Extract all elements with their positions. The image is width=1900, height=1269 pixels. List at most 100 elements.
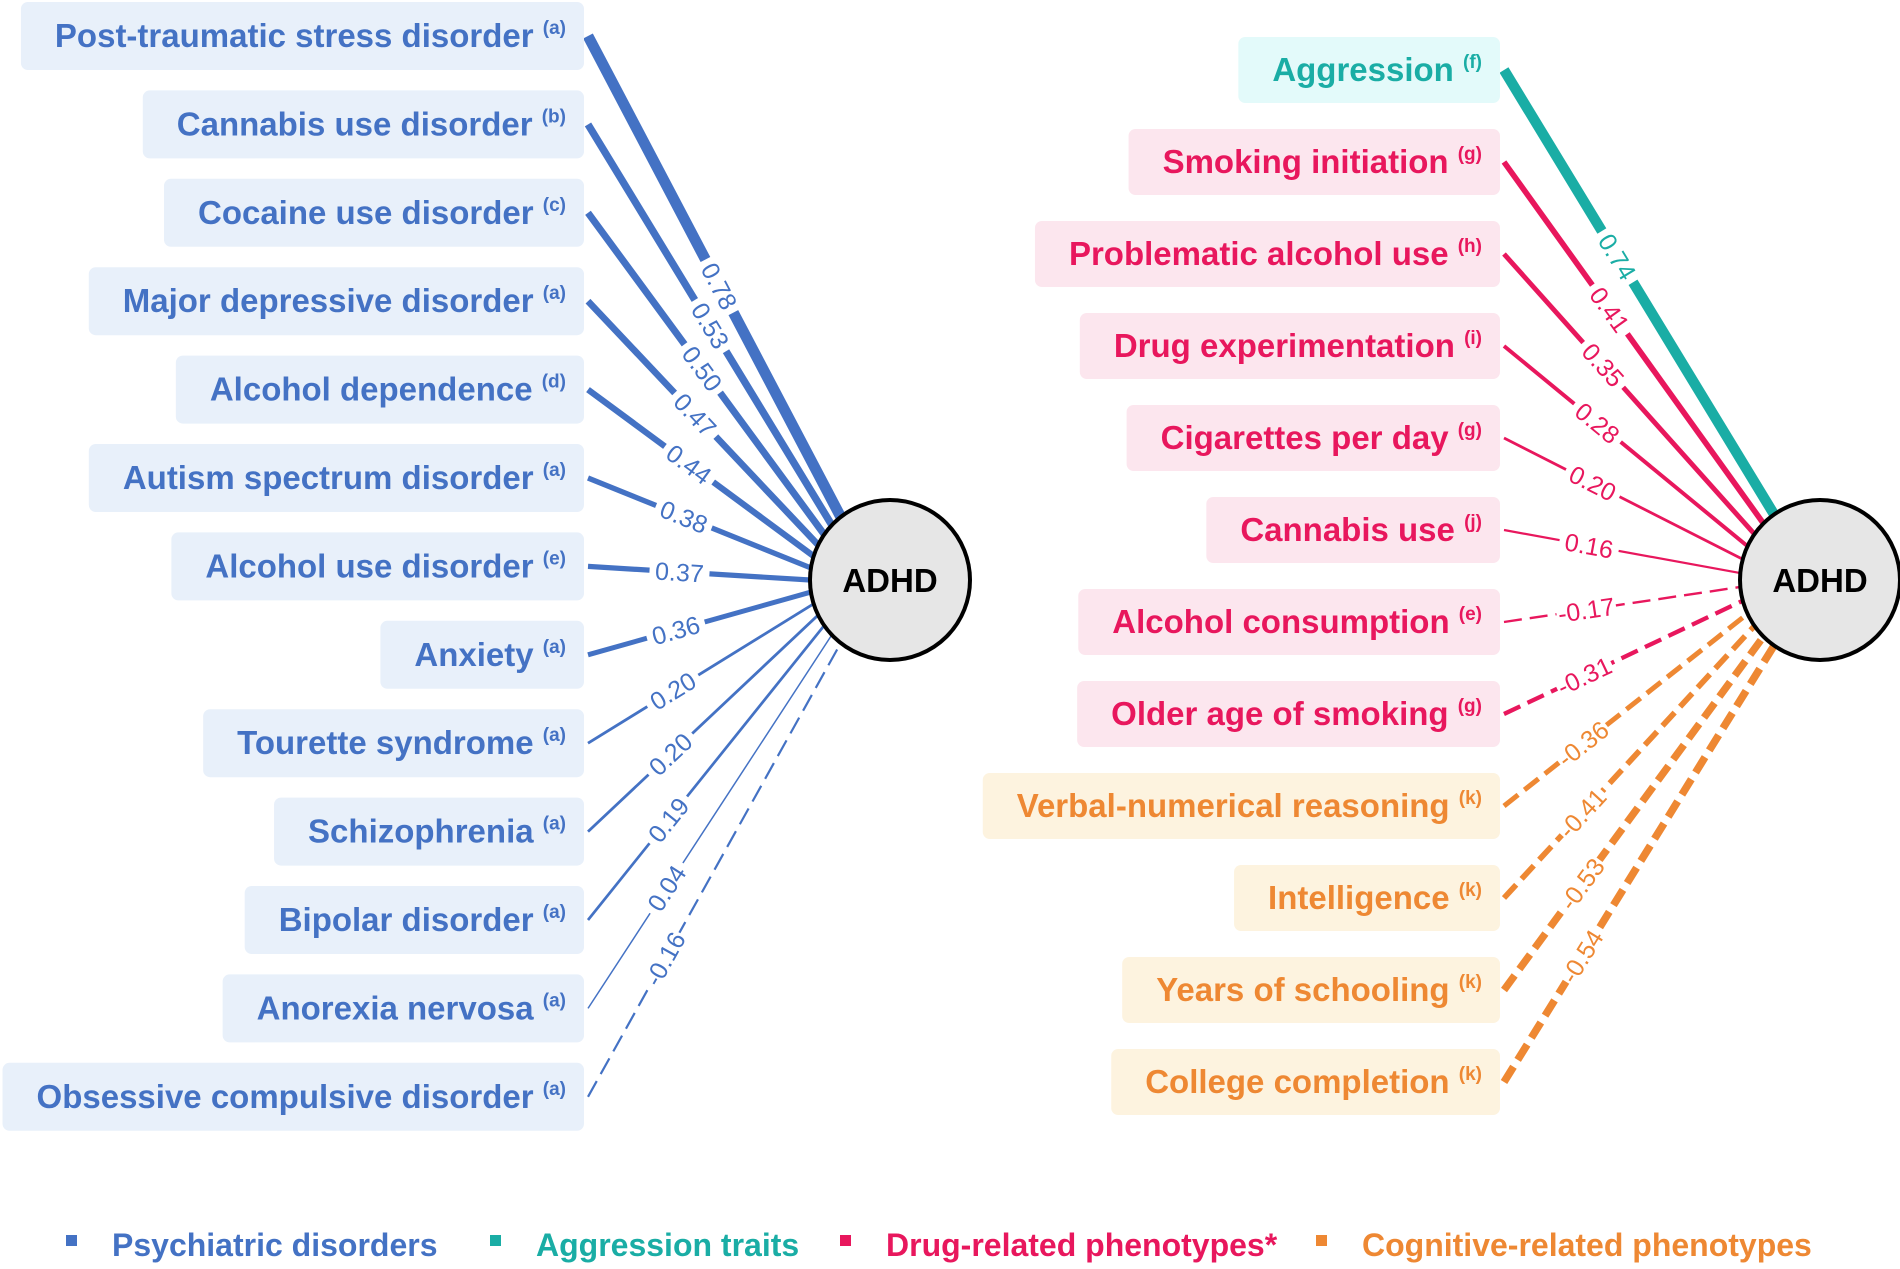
right-label-intelligence: Intelligence (k)	[1268, 879, 1482, 916]
left-label-box	[175, 355, 584, 424]
left-label-obsessive-compulsive-disorder: Obsessive compulsive disorder (a)	[37, 1078, 566, 1115]
right-label-text: Problematic alcohol use	[1069, 235, 1458, 272]
left-label-box	[142, 90, 584, 159]
right-value-bg	[1572, 333, 1634, 397]
left-label-cannabis-use-disorder: Cannabis use disorder (b)	[177, 105, 566, 142]
right-value-text: -0.17	[1556, 593, 1616, 629]
left-label-ref: (a)	[543, 637, 566, 658]
right-label-ref: (k)	[1459, 880, 1482, 901]
right-correlation-lines	[1499, 67, 1779, 1084]
left-label-alcohol-use-disorder: Alcohol use disorder (e)	[205, 547, 566, 584]
right-label-box	[1238, 37, 1500, 103]
left-label-anorexia-nervosa: Anorexia nervosa (a)	[257, 989, 566, 1026]
right-line-cigarettes-per-day	[1503, 436, 1744, 561]
left-value-anxiety: 0.36	[643, 608, 709, 652]
left-line-obsessive-compulsive-disorder	[587, 642, 842, 1098]
right-label-box	[1234, 865, 1500, 931]
left-label-box	[222, 974, 584, 1043]
left-label-text: Tourette syndrome	[237, 724, 543, 761]
left-line-schizophrenia	[587, 614, 820, 833]
left-label-text: Bipolar disorder	[279, 901, 543, 938]
right-label-box	[1122, 957, 1500, 1023]
left-line-anorexia-nervosa	[587, 634, 833, 1009]
left-label-ref: (b)	[542, 106, 566, 127]
left-adhd-node-label: ADHD	[842, 562, 937, 599]
right-label-ref: (k)	[1459, 972, 1482, 993]
right-value-text: 0.16	[1562, 528, 1615, 564]
right-line-alcohol-consumption	[1503, 585, 1741, 624]
right-label-ref: (g)	[1458, 696, 1482, 717]
right-adhd-node-label: ADHD	[1772, 562, 1867, 599]
left-label-cocaine-use-disorder: Cocaine use disorder (c)	[198, 194, 566, 231]
left-label-ref: (e)	[543, 548, 566, 569]
right-label-cigarettes-per-day: Cigarettes per day (g)	[1161, 419, 1482, 456]
left-label-box	[2, 1062, 584, 1131]
right-label-box	[1034, 221, 1500, 287]
left-label-box	[20, 2, 584, 70]
left-value-tourette-syndrome: 0.20	[639, 663, 706, 719]
right-label-ref: (g)	[1458, 420, 1482, 441]
right-value-cigarettes-per-day: 0.20	[1559, 457, 1626, 510]
left-value-bg	[673, 336, 732, 401]
left-value-text: 0.36	[649, 611, 703, 651]
left-label-box	[171, 532, 584, 601]
left-label-text: Schizophrenia	[308, 813, 543, 850]
left-label-box	[88, 267, 584, 336]
left-label-ref: (d)	[542, 372, 566, 393]
left-adhd-node: ADHD	[808, 498, 972, 662]
left-label-text: Cocaine use disorder	[198, 194, 543, 231]
legend-swatch-psychiatric-disorders	[66, 1235, 77, 1246]
right-label-box	[1077, 681, 1500, 747]
left-label-text: Anxiety	[414, 636, 542, 673]
left-label-box	[244, 886, 584, 954]
right-line-college-completion	[1500, 643, 1778, 1084]
legend-label-psychiatric-disorders: Psychiatric disorders	[112, 1227, 437, 1263]
right-label-text: College completion	[1145, 1063, 1459, 1100]
legend-swatch-cognitive-related-phenotypes	[1316, 1235, 1327, 1246]
legend-label-cognitive-related-phenotypes: Cognitive-related phenotypes	[1362, 1227, 1812, 1263]
right-label-alcohol-consumption: Alcohol consumption (e)	[1112, 603, 1482, 640]
left-label-text: Major depressive disorder	[123, 282, 543, 319]
left-value-bg	[682, 292, 738, 359]
left-label-ref: (a)	[543, 725, 566, 746]
left-label-anxiety: Anxiety (a)	[414, 636, 566, 673]
right-adhd-node: ADHD	[1738, 498, 1900, 662]
right-label-text: Smoking initiation	[1163, 143, 1458, 180]
right-label-text: Intelligence	[1268, 879, 1459, 916]
right-label-drug-experimentation: Drug experimentation (i)	[1114, 327, 1482, 364]
right-label-box	[1078, 589, 1500, 655]
right-label-text: Cigarettes per day	[1161, 419, 1458, 456]
left-label-box	[163, 178, 584, 247]
right-label-verbal-numerical-reasoning: Verbal-numerical reasoning (k)	[1017, 787, 1482, 824]
right-value-bg	[1554, 923, 1610, 990]
left-value-bg	[638, 855, 695, 921]
left-value-bg	[638, 723, 702, 785]
right-label-years-of-schooling: Years of schooling (k)	[1156, 971, 1482, 1008]
left-value-autism-spectrum-disorder: 0.38	[650, 492, 717, 541]
left-label-ref: (c)	[543, 195, 566, 216]
right-label-ref: (h)	[1458, 236, 1482, 257]
left-label-text: Alcohol use disorder	[205, 547, 542, 584]
right-value-cannabis-use: 0.16	[1557, 526, 1622, 565]
left-label-text: Cannabis use disorder	[177, 105, 542, 142]
right-value-bg	[1551, 781, 1613, 845]
left-value-obsessive-compulsive-disorder: -0.16	[637, 925, 692, 992]
left-trait-labels: Post-traumatic stress disorder (a)Cannab…	[2, 2, 584, 1131]
right-line-intelligence	[1501, 623, 1757, 900]
right-label-box	[982, 773, 1500, 839]
right-label-box	[1126, 405, 1500, 471]
right-label-box	[1128, 129, 1500, 195]
right-line-drug-experimentation	[1502, 344, 1749, 548]
left-label-bipolar-disorder: Bipolar disorder (a)	[279, 901, 566, 938]
left-line-bipolar-disorder	[586, 624, 826, 921]
right-label-ref: (f)	[1463, 52, 1482, 73]
left-label-ref: (a)	[543, 902, 566, 923]
right-label-box	[1111, 1049, 1500, 1115]
right-label-text: Older age of smoking	[1111, 695, 1458, 732]
legend-swatch-drug-related-phenotypes	[840, 1235, 851, 1246]
left-label-major-depressive-disorder: Major depressive disorder (a)	[123, 282, 566, 319]
left-label-ref: (a)	[543, 18, 566, 39]
right-value-text: -0.31	[1553, 652, 1616, 702]
right-value-bg	[1552, 851, 1611, 917]
